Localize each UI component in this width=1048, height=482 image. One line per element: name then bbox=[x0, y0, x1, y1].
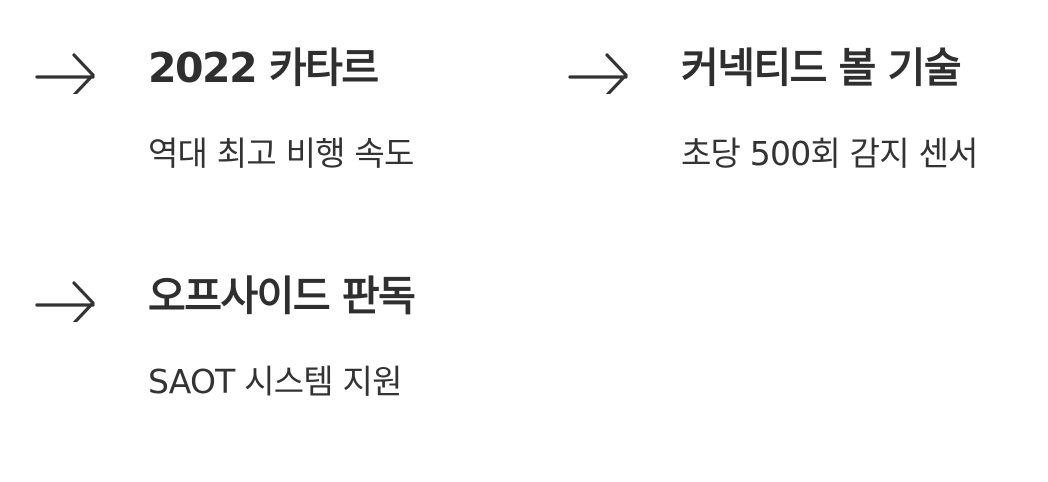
arrow-right-icon bbox=[568, 42, 630, 94]
feature-title: 2022 카타르 bbox=[148, 44, 379, 92]
feature-item-connected-ball: 커넥티드 볼 기술 초당 500회 감지 센서 bbox=[568, 42, 1028, 202]
feature-item-qatar: 2022 카타르 역대 최고 비행 속도 bbox=[35, 42, 495, 202]
feature-description: SAOT 시스템 지원 bbox=[148, 362, 402, 401]
feature-description: 역대 최고 비행 속도 bbox=[148, 134, 414, 173]
feature-description: 초당 500회 감지 센서 bbox=[681, 134, 978, 173]
feature-title: 오프사이드 판독 bbox=[148, 272, 416, 320]
arrow-right-icon bbox=[35, 270, 97, 322]
feature-item-offside: 오프사이드 판독 SAOT 시스템 지원 bbox=[35, 270, 495, 430]
feature-title: 커넥티드 볼 기술 bbox=[681, 44, 962, 92]
arrow-right-icon bbox=[35, 42, 97, 94]
